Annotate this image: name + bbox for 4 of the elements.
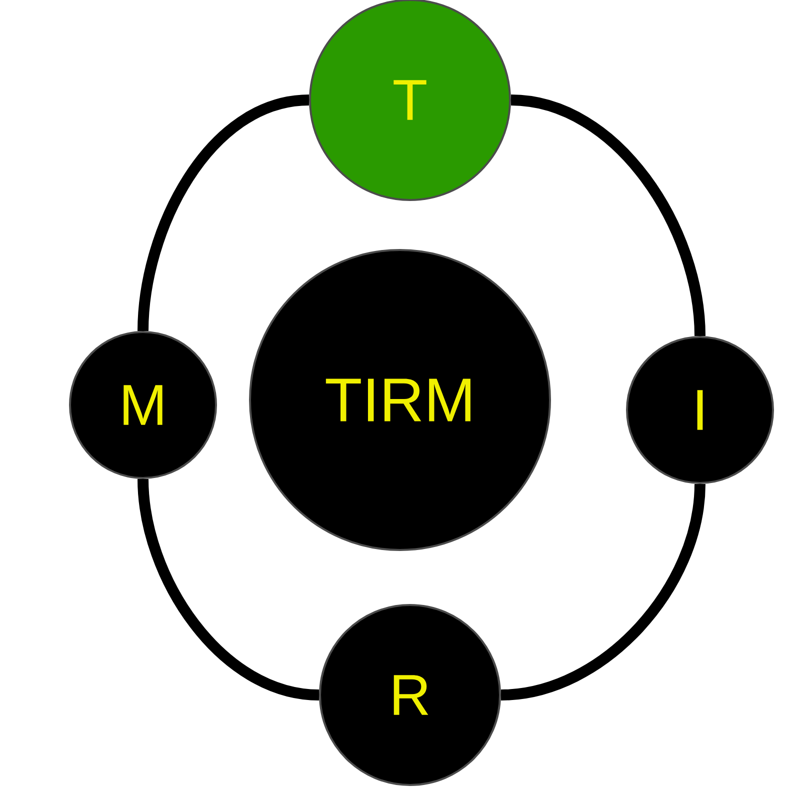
ring-arc [510, 94, 706, 336]
ring-arc [138, 478, 320, 700]
ring-arc [500, 484, 706, 700]
ring-arc [138, 94, 310, 332]
